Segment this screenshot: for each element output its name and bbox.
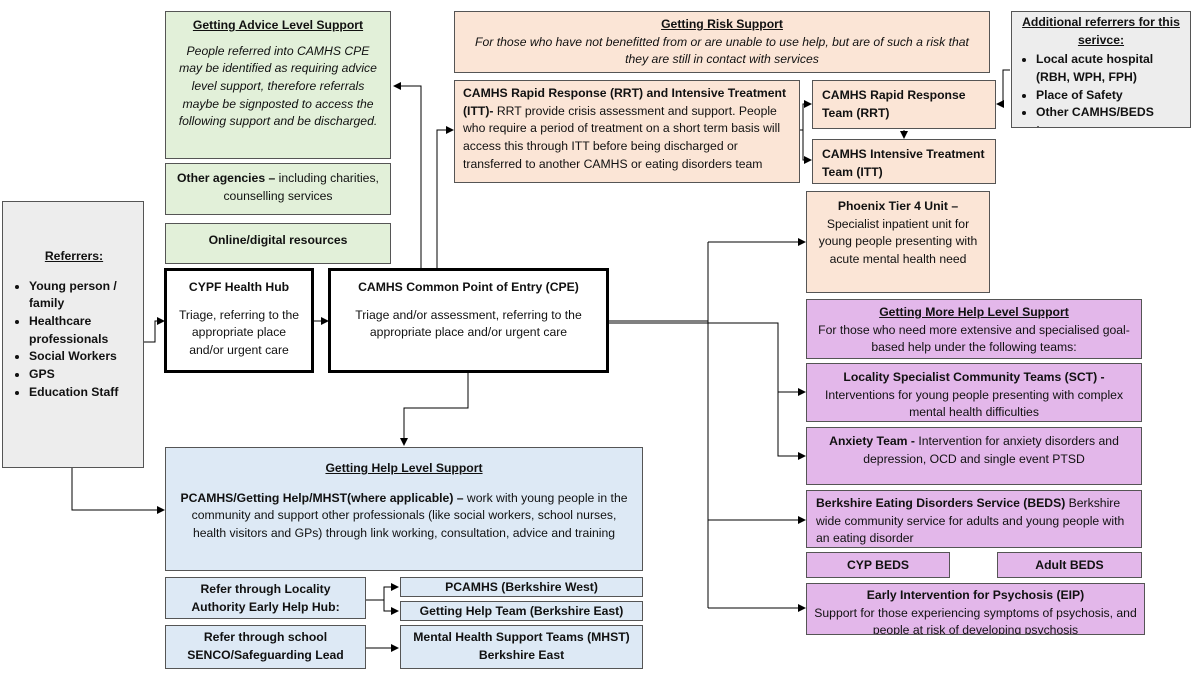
anxiety-title: Anxiety Team - <box>829 434 915 448</box>
advice-title: Getting Advice Level Support <box>192 18 364 32</box>
referrer-item: GPS <box>29 366 137 384</box>
cypf-health-hub: CYPF Health Hub Triage, referring to the… <box>164 268 314 373</box>
arrow-cpe-to-risk <box>436 126 454 270</box>
referrer-item: Young person / family <box>29 278 137 313</box>
advice-box: Getting Advice Level Support People refe… <box>165 11 391 159</box>
risk-body: For those who have not benefitted from o… <box>475 34 969 67</box>
phoenix-box: Phoenix Tier 4 Unit – Specialist inpatie… <box>806 191 990 293</box>
additional-item: Other CAMHS/BEDS team <box>1036 104 1184 127</box>
beds-title: Berkshire Eating Disorders Service (BEDS… <box>816 496 1066 510</box>
arrow-to-itt <box>802 130 812 164</box>
beds-box: Berkshire Eating Disorders Service (BEDS… <box>806 490 1142 548</box>
mhst-box: Mental Health Support Teams (MHST) Berks… <box>400 625 643 669</box>
adult-beds-label: Adult BEDS <box>1035 558 1104 572</box>
arrow-referrers-to-help <box>71 468 165 514</box>
sct-title: Locality Specialist Community Teams (SCT… <box>843 370 1105 384</box>
eip-box: Early Intervention for Psychosis (EIP) S… <box>806 583 1145 635</box>
locality-box: Refer through Locality Authority Early H… <box>165 577 366 619</box>
help-box: Getting Help Level Support PCAMHS/Gettin… <box>165 447 643 571</box>
pcamhs-box: PCAMHS (Berkshire West) <box>400 577 643 597</box>
other-agencies-text: including charities, counselling service… <box>223 171 379 203</box>
referrers-list: Young person / family Healthcare profess… <box>11 278 137 402</box>
rrt-itt-title: CAMHS Rapid Response (RRT) and Intensive… <box>463 86 787 118</box>
help-title: Getting Help Level Support <box>325 461 483 475</box>
additional-item: Local acute hospital (RBH, WPH, FPH) <box>1036 51 1184 86</box>
additional-list: Local acute hospital (RBH, WPH, FPH) Pla… <box>1018 51 1184 127</box>
school-label: Refer through school SENCO/Safeguarding … <box>187 630 344 662</box>
additional-title: Additional referrers for this serivce: <box>1022 15 1180 47</box>
help-body: PCAMHS/Getting Help/MHST(where applicabl… <box>178 490 630 543</box>
eip-title: Early Intervention for Psychosis (EIP) <box>866 588 1085 602</box>
rrt-team-label: CAMHS Rapid Response Team (RRT) <box>822 88 966 120</box>
school-box: Refer through school SENCO/Safeguarding … <box>165 625 366 669</box>
itt-team-label: CAMHS Intensive Treatment Team (ITT) <box>822 147 985 179</box>
eip-body: Support for those experiencing symptoms … <box>814 605 1137 635</box>
arrow-cpe-to-help <box>400 372 469 446</box>
referrer-item: Social Workers <box>29 348 137 366</box>
risk-title: Getting Risk Support <box>661 17 783 31</box>
help-body-text: work with young people in the community … <box>191 490 628 541</box>
phoenix-body: Specialist inpatient unit for young peop… <box>818 216 978 267</box>
anxiety-body: Intervention for anxiety disorders and d… <box>863 434 1119 466</box>
advice-body: People referred into CAMHS CPE may be id… <box>178 43 378 129</box>
additional-item: Place of Safety <box>1036 87 1184 105</box>
referrers-box: Referrers: Young person / family Healthc… <box>2 201 144 468</box>
additional-referrers-box: Additional referrers for this serivce: L… <box>1011 11 1191 128</box>
pcamhs-label: PCAMHS (Berkshire West) <box>445 580 598 594</box>
arrow-to-getting-help <box>383 600 399 615</box>
referrers-title: Referrers: <box>44 249 104 263</box>
help-body-label: PCAMHS/Getting Help/MHST(where applicabl… <box>180 490 464 505</box>
other-agencies-box: Other agencies – including charities, co… <box>165 163 391 215</box>
locality-label: Refer through Locality Authority Early H… <box>191 582 340 614</box>
hub-title: CYPF Health Hub <box>188 280 290 294</box>
referrer-item: Healthcare professionals <box>29 313 137 348</box>
getting-help-label: Getting Help Team (Berkshire East) <box>419 604 624 618</box>
getting-help-box: Getting Help Team (Berkshire East) <box>400 601 643 621</box>
anxiety-box: Anxiety Team - Intervention for anxiety … <box>806 427 1142 485</box>
mhst-label: Mental Health Support Teams (MHST) Berks… <box>413 630 630 662</box>
adult-beds-box: Adult BEDS <box>997 552 1142 578</box>
phoenix-title: Phoenix Tier 4 Unit – <box>837 199 959 213</box>
beds-body: Berkshire wide community service for adu… <box>816 496 1125 546</box>
rrt-itt-body: RRT provide crisis assessment and suppor… <box>463 103 781 171</box>
hub-body: Triage, referring to the appropriate pla… <box>178 307 300 358</box>
more-help-title: Getting More Help Level Support <box>879 305 1069 319</box>
cyp-beds-label: CYP BEDS <box>846 558 910 572</box>
line-cpe-to-more <box>609 322 779 392</box>
arrow-additional-to-rrt <box>996 69 1010 108</box>
more-help-body: For those who need more extensive and sp… <box>818 322 1130 355</box>
cyp-beds-box: CYP BEDS <box>806 552 950 578</box>
referrer-item: Education Staff <box>29 384 137 402</box>
online-resources-label: Online/digital resources <box>208 233 348 247</box>
sct-box: Locality Specialist Community Teams (SCT… <box>806 363 1142 422</box>
other-agencies-label: Other agencies – <box>177 171 276 185</box>
arrow-referrers-to-hub <box>144 317 165 343</box>
cpe-title: CAMHS Common Point of Entry (CPE) <box>358 280 579 294</box>
sct-body: Interventions for young people presentin… <box>824 387 1124 420</box>
rrt-itt-box: CAMHS Rapid Response (RRT) and Intensive… <box>454 80 800 183</box>
arrow-to-anxiety <box>777 392 806 460</box>
cpe-box: CAMHS Common Point of Entry (CPE) Triage… <box>328 268 609 373</box>
more-help-box: Getting More Help Level Support For thos… <box>806 299 1142 359</box>
arrow-to-pcamhs <box>366 583 399 601</box>
online-resources-box: Online/digital resources <box>165 223 391 264</box>
risk-box: Getting Risk Support For those who have … <box>454 11 990 73</box>
arrow-cpe-to-advice <box>393 82 422 270</box>
arrow-to-rrt <box>800 100 812 131</box>
itt-team-box: CAMHS Intensive Treatment Team (ITT) <box>812 139 996 184</box>
cpe-body: Triage and/or assessment, referring to t… <box>355 307 582 340</box>
rrt-team-box: CAMHS Rapid Response Team (RRT) <box>812 80 996 129</box>
